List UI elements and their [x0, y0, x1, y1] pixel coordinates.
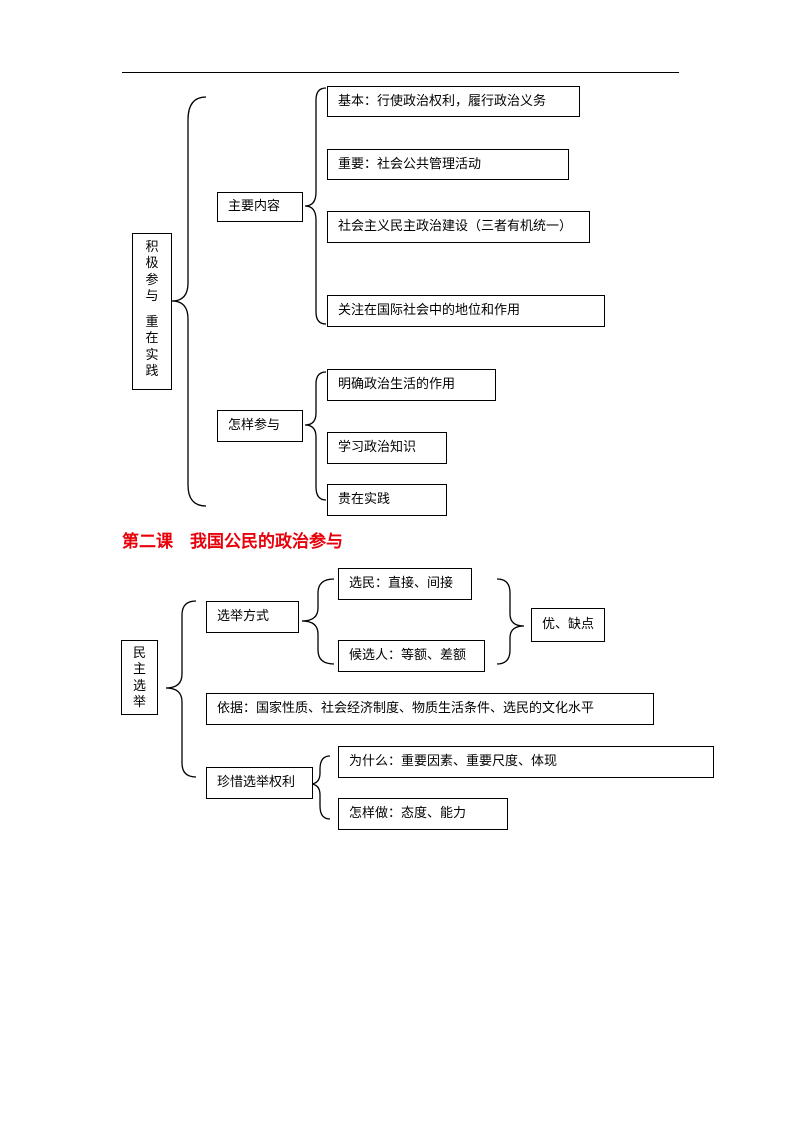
branch-how-participate: 怎样参与: [217, 410, 303, 442]
brace-root-1: [171, 96, 207, 507]
root1-char: 在: [145, 331, 159, 347]
root2-char: 民: [132, 646, 146, 661]
result-pros-cons: 优、缺点: [531, 608, 605, 642]
leaf-why: 为什么：重要因素、重要尺度、体现: [338, 746, 714, 778]
brace-method: [301, 578, 335, 665]
root-node-1: 积 极 参 与 重 在 实 践: [132, 233, 172, 390]
brace-content: [304, 87, 327, 325]
leaf-how: 怎样做：态度、能力: [338, 798, 508, 830]
branch-cherish-right: 珍惜选举权利: [206, 767, 313, 799]
root1-char: 践: [145, 363, 159, 379]
leaf-candidate: 候选人：等额、差额: [338, 640, 485, 672]
leaf-voter: 选民：直接、间接: [338, 568, 472, 600]
branch-main-content: 主要内容: [217, 192, 303, 222]
brace-cherish: [309, 755, 331, 820]
leaf-participate-role: 明确政治生活的作用: [327, 369, 496, 401]
root1-char: 实: [145, 347, 159, 363]
brace-participate: [304, 371, 327, 501]
leaf-participate-practice: 贵在实践: [327, 484, 447, 516]
leaf-content-international: 关注在国际社会中的地位和作用: [327, 295, 605, 327]
root1-char: 参: [145, 272, 159, 288]
branch-election-method: 选举方式: [206, 601, 299, 633]
lesson-title: 第二课 我国公民的政治参与: [122, 532, 343, 552]
root2-char: 举: [132, 694, 146, 710]
root-node-2: 民 主 选 举: [121, 640, 158, 715]
root1-char: 与: [145, 288, 159, 304]
root2-char: 选: [132, 678, 146, 694]
leaf-content-construction: 社会主义民主政治建设（三者有机统一）: [327, 211, 590, 243]
brace-root-2: [165, 600, 197, 778]
leaf-participate-knowledge: 学习政治知识: [327, 432, 447, 464]
header-rule: [122, 72, 679, 73]
leaf-content-basic: 基本：行使政治权利，履行政治义务: [327, 86, 580, 117]
brace-result: [496, 578, 525, 665]
leaf-content-important: 重要：社会公共管理活动: [327, 149, 569, 180]
root1-char: 重: [145, 315, 159, 330]
root1-char: 极: [145, 256, 159, 272]
root2-char: 主: [132, 662, 146, 678]
root1-char: 积: [145, 240, 159, 255]
basis-box: 依据：国家性质、社会经济制度、物质生活条件、选民的文化水平: [206, 693, 654, 725]
